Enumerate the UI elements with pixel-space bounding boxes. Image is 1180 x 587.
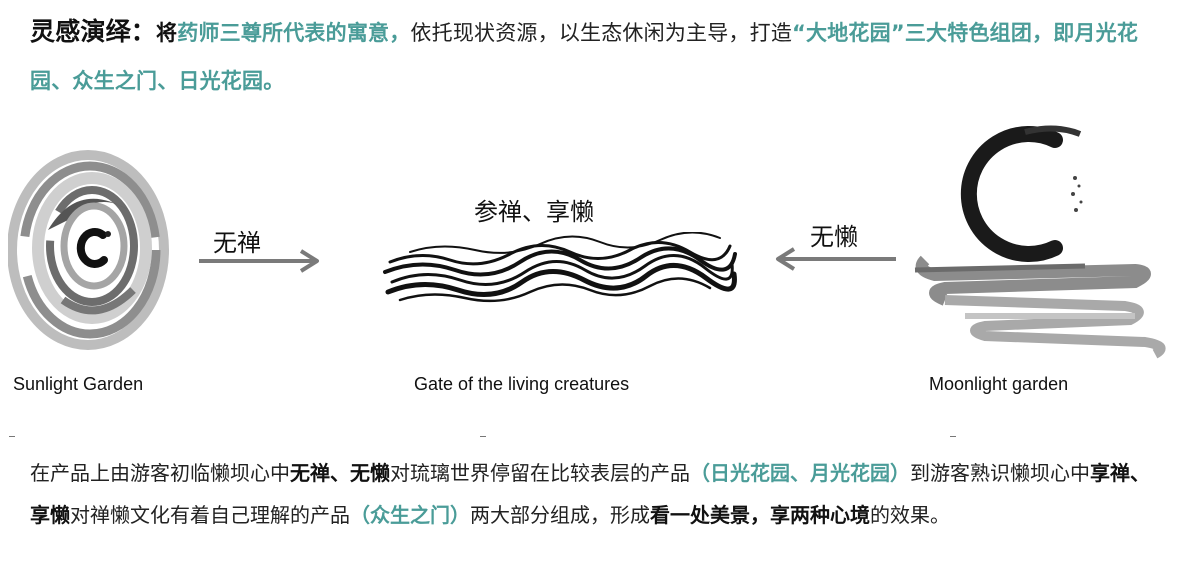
intro-label: 灵感演绎： [30,17,157,46]
divider-tick [950,436,956,437]
description-paragraph: 在产品上由游客初临懒坝心中无禅、无懒对琉璃世界停留在比较表层的产品（日光花园、月… [30,452,1160,536]
body-s11: 的效果。 [870,503,950,527]
body-s4: （日光花园、月光花园） [690,461,910,485]
center-label: 参禅、享懒 [474,198,594,226]
body-s3: 对琉璃世界停留在比较表层的产品 [390,461,690,485]
sunlight-garden-swirl-image [8,150,169,350]
moonlight-garden-ink-image [914,125,1166,359]
divider-tick [480,436,486,437]
left-arrow-icon [776,247,896,271]
wave-lines-image [383,232,737,303]
body-s7: 对禅懒文化有着自己理解的产品 [70,503,350,527]
left-arrow-label: 无禅 [213,229,261,257]
body-s1: 在产品上由游客初临懒坝心中 [30,461,290,485]
body-s2: 无禅、无懒 [290,461,390,485]
right-arrow-icon [199,249,319,273]
intro-seg4: “大地花园”三大特色组团，即月光花园、众生之门、日光花园。 [30,21,1139,93]
intro-paragraph: 灵感演绎：将药师三尊所代表的寓意，依托现状资源，以生态休闲为主导，打造“大地花园… [30,8,1160,105]
body-s8: （众生之门） [350,503,470,527]
body-s5: 到游客熟识懒坝心中 [910,461,1090,485]
body-s10: 看一处美景，享两种心境 [650,503,870,527]
right-arrow-label: 无懒 [810,223,858,251]
intro-seg2: 药师三尊所代表的寓意， [177,21,411,45]
body-s9: 两大部分组成，形成 [470,503,650,527]
sunlight-garden-caption: Sunlight Garden [13,374,144,394]
intro-seg3: 依托现状资源，以生态休闲为主导，打造 [410,21,793,45]
gate-caption: Gate of the living creatures [414,374,630,394]
moonlight-garden-caption: Moonlight garden [929,374,1069,394]
intro-seg1: 将 [156,21,178,45]
divider-tick [9,436,15,437]
body-s6: 享禅、享懒 [30,461,1150,527]
